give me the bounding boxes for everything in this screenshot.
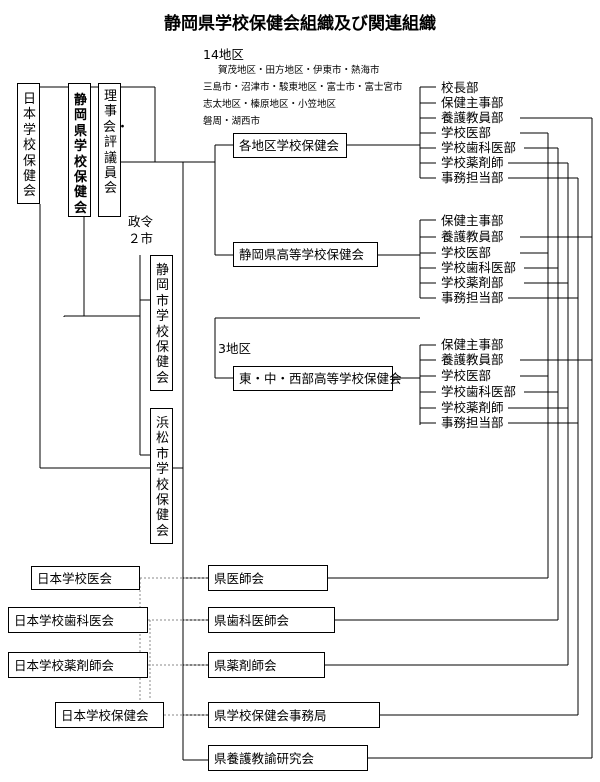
- g2-role-5: 事務担当部: [441, 290, 504, 305]
- hamamatsu-label: 浜松市学校保健会: [155, 416, 169, 539]
- highschool-health-box: 静岡県高等学校保健会: [233, 242, 378, 267]
- national-pharmacist-box: 日本学校薬剤師会: [8, 652, 148, 678]
- g2-role-0: 保健主事部: [441, 213, 504, 228]
- shizuoka-school-health-label: 静岡県学校保健会: [73, 93, 87, 216]
- district-health-label: 各地区学校保健会: [239, 138, 340, 153]
- national-medical-label: 日本学校医会: [37, 571, 113, 586]
- district-health-box: 各地区学校保健会: [233, 133, 347, 158]
- region-line-3: 志太地区・榛原地区・小笠地区: [203, 99, 337, 110]
- national-health-box: 日本学校保健会: [55, 702, 164, 728]
- pref-nurse-research-label: 県養護教諭研究会: [214, 751, 315, 766]
- g3-role-2: 学校医部: [441, 368, 492, 383]
- pref-health-office-box: 県学校保健会事務局: [208, 702, 380, 728]
- shizuoka-school-health-box: 静岡県学校保健会: [68, 83, 91, 217]
- board-council-label: 理事会・評議員会: [103, 89, 130, 197]
- pref-pharmacist-label: 県薬剤師会: [214, 658, 277, 673]
- pref-medical-label: 県医師会: [214, 571, 265, 586]
- g1-role-2: 養護教員部: [441, 110, 504, 125]
- board-council-box: 理事会・評議員会: [98, 83, 130, 217]
- g3-role-1: 養護教員部: [441, 352, 504, 367]
- g1-role-4: 学校歯科医部: [441, 140, 517, 155]
- pref-dental-label: 県歯科医師会: [214, 613, 290, 628]
- pref-health-office-label: 県学校保健会事務局: [214, 708, 327, 723]
- diagram-title: 静岡県学校保健会組織及び関連組織: [164, 14, 436, 34]
- region-line-2: 三島市・沼津市・駿東地区・富士市・富士宮市: [203, 82, 403, 93]
- pref-nurse-research-box: 県養護教諭研究会: [208, 745, 368, 771]
- shizuoka-city-label: 静岡市学校保健会: [155, 263, 169, 386]
- g2-role-4: 学校薬剤部: [441, 275, 504, 290]
- g3-role-0: 保健主事部: [441, 337, 504, 352]
- highschool-health-label: 静岡県高等学校保健会: [239, 247, 365, 262]
- national-medical-box: 日本学校医会: [31, 566, 140, 590]
- regions-header: 14地区: [203, 47, 244, 62]
- shizuoka-city-box: 静岡市学校保健会: [150, 255, 173, 391]
- g1-role-6: 事務担当部: [441, 170, 504, 185]
- g1-role-0: 校長部: [441, 80, 479, 95]
- japan-school-health-box: 日本学校保健会: [17, 83, 40, 204]
- pref-medical-box: 県医師会: [208, 565, 328, 591]
- pref-pharmacist-box: 県薬剤師会: [208, 652, 325, 678]
- g1-role-5: 学校薬剤師: [441, 155, 504, 170]
- cities-header: 政令２市: [128, 214, 154, 246]
- region-line-4: 磐周・湖西市: [203, 116, 261, 127]
- japan-school-health-label: 日本学校保健会: [22, 92, 36, 200]
- g3-role-3: 学校歯科医部: [441, 384, 517, 399]
- east-header: 3地区: [218, 341, 251, 356]
- eastwest-health-label: 東・中・西部高等学校保健会: [239, 371, 402, 386]
- national-dental-box: 日本学校歯科医会: [8, 607, 148, 633]
- hamamatsu-box: 浜松市学校保健会: [150, 408, 173, 544]
- g2-role-3: 学校歯科医部: [441, 260, 517, 275]
- g2-role-1: 養護教員部: [441, 229, 504, 244]
- g1-role-1: 保健主事部: [441, 95, 504, 110]
- national-dental-label: 日本学校歯科医会: [14, 613, 115, 628]
- region-line-1: 賀茂地区・田方地区・伊東市・熱海市: [218, 65, 380, 76]
- g2-role-2: 学校医部: [441, 245, 492, 260]
- eastwest-health-box: 東・中・西部高等学校保健会: [233, 366, 402, 391]
- national-health-label: 日本学校保健会: [61, 708, 149, 723]
- national-pharmacist-label: 日本学校薬剤師会: [14, 658, 115, 673]
- g1-role-3: 学校医部: [441, 125, 492, 140]
- g3-role-5: 事務担当部: [441, 415, 504, 430]
- g3-role-4: 学校薬剤師: [441, 400, 504, 415]
- pref-dental-box: 県歯科医師会: [208, 607, 335, 633]
